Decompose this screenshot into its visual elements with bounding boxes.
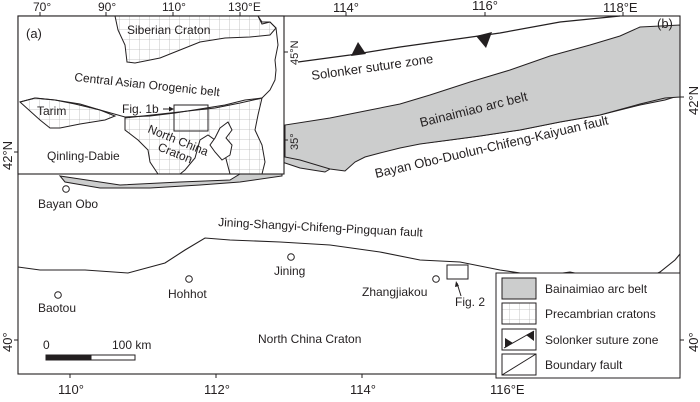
scale-start-label: 0 — [43, 338, 50, 352]
fig1b-box — [173, 104, 209, 132]
qinling-dabie-label: Qinling-Dabie — [47, 149, 120, 163]
panel-label-b: (b) — [657, 16, 673, 31]
inset-right-tick-45: 45°N — [289, 40, 301, 65]
fault-south-label: Jining-Shangyi-Chifeng-Pingquan fault — [218, 215, 424, 240]
bottom-tick-114: 114° — [350, 382, 376, 397]
legend-suture-triangle-left — [505, 338, 513, 348]
caob-boundary — [19, 97, 263, 118]
inset-map: 70° 90° 110° 130°E 45°N 35° (a) Siberian… — [17, 0, 301, 175]
scale-bar-black — [45, 354, 92, 361]
right-tick-42: 42°N — [686, 86, 700, 115]
legend-label-cratons: Precambrian cratons — [545, 307, 656, 321]
city-marker-hohhot — [185, 275, 193, 283]
legend-swatch-cratons — [501, 302, 537, 325]
legend-label-arc-belt: Bainaimiao arc belt — [545, 282, 648, 296]
main-map-frame — [17, 15, 681, 375]
panel-label-a: (a) — [26, 26, 42, 41]
inset-top-tick-70: 70° — [33, 0, 51, 14]
top-tick-116: 116° — [472, 0, 498, 13]
inset-top-tick-90: 90° — [98, 0, 116, 14]
tarim-label: Tarim — [37, 104, 66, 118]
city-label-hohhot: Hohhot — [168, 287, 207, 301]
left-tick-40: 40° — [0, 332, 15, 352]
bottom-tick-112: 112° — [204, 382, 230, 397]
fig1b-arrowhead — [169, 106, 174, 112]
fig2-arrowhead — [455, 281, 459, 287]
city-marker-baotou — [54, 291, 62, 299]
right-tick-40: 40° — [686, 332, 700, 352]
solonker-suture-line — [297, 15, 621, 63]
city-label-baotou: Baotou — [38, 301, 76, 315]
city-label-bayan-obo: Bayan Obo — [38, 197, 98, 211]
bottom-tick-110: 110° — [58, 382, 84, 397]
top-tick-114: 114° — [333, 0, 359, 15]
bottom-tick-116: 116°E — [490, 382, 525, 397]
legend-swatch-arc-belt — [501, 277, 537, 300]
city-marker-bayan-obo — [62, 185, 70, 193]
legend-label-suture: Solonker suture zone — [545, 333, 659, 347]
inset-coastline-east — [257, 15, 279, 99]
siberian-craton-area — [114, 15, 277, 64]
inset-right-tick-35: 35° — [289, 133, 301, 150]
arc-belt-east — [284, 24, 681, 172]
fig2-box — [446, 264, 469, 280]
inset-top-tick-110: 110° — [162, 0, 186, 14]
city-marker-zhangjiakou — [432, 275, 440, 283]
scale-bar-white — [90, 354, 136, 361]
fig2-label: Fig. 2 — [455, 295, 485, 309]
city-label-zhangjiakou: Zhangjiakou — [362, 285, 427, 299]
craton-label: North China Craton — [258, 332, 361, 346]
inset-map-frame — [17, 15, 285, 175]
inset-top-tick-130: 130°E — [228, 0, 261, 14]
bohai-bay — [209, 121, 233, 161]
legend-label-fault: Boundary fault — [545, 358, 623, 372]
siberian-craton-label: Siberian Craton — [127, 23, 210, 37]
legend-suture-triangle-right — [526, 331, 534, 341]
scale-end-label: 100 km — [112, 338, 151, 352]
legend: Bainaimiao arc belt Precambrian cratons … — [495, 272, 681, 379]
city-label-jining: Jining — [274, 264, 305, 278]
suture-triangle-up — [351, 42, 366, 56]
top-tick-118: 118°E — [603, 0, 638, 15]
suture-triangle-down — [476, 32, 492, 48]
fig1b-label: Fig. 1b — [122, 102, 159, 116]
left-tick-42: 42°N — [0, 141, 15, 170]
city-marker-jining — [287, 253, 295, 261]
suture-label: Solonker suture zone — [310, 51, 434, 83]
